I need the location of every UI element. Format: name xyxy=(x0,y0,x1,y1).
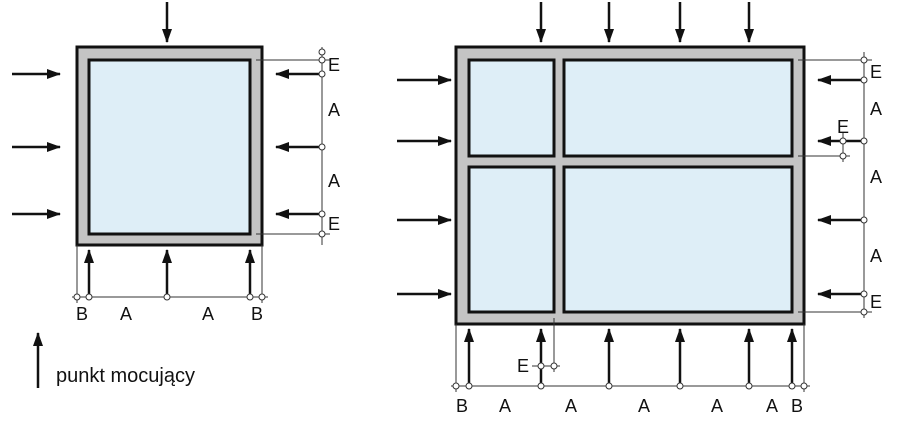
left-window-arrows xyxy=(12,2,322,297)
left-bottom-dim-b-left: B xyxy=(76,304,88,324)
left-right-dim-a-2: A xyxy=(328,171,340,191)
right-right-dim-a-1: A xyxy=(870,99,882,119)
right-bottom-dim-e: E xyxy=(517,356,529,376)
right-right-dim-e-mid: E xyxy=(837,117,849,137)
legend-label: punkt mocujący xyxy=(56,365,195,387)
right-bottom-dim-a-1: A xyxy=(499,396,511,416)
right-window-right-dimension: E E A A A E xyxy=(798,52,882,318)
left-window-bottom-dimension: B A A B xyxy=(72,245,268,324)
right-bottom-dim-b-right: B xyxy=(791,396,803,416)
left-right-dim-e-top: E xyxy=(328,55,340,75)
right-bottom-dim-a-4: A xyxy=(711,396,723,416)
right-window-glass-top-right xyxy=(562,58,794,158)
right-bottom-dim-a-2: A xyxy=(565,396,577,416)
left-window xyxy=(75,45,264,247)
right-bottom-dim-a-3: A xyxy=(638,396,650,416)
right-window xyxy=(454,45,806,326)
right-bottom-dim-b-left: B xyxy=(456,396,468,416)
right-right-dim-a-2: A xyxy=(870,167,882,187)
right-bottom-dim-a-5: A xyxy=(766,396,778,416)
left-window-right-dimension: E A A E xyxy=(256,47,340,245)
right-right-dim-e-bottom: E xyxy=(870,292,882,312)
left-window-glass xyxy=(87,58,252,236)
right-window-glass-bottom-left xyxy=(467,165,556,314)
legend: punkt mocujący xyxy=(33,332,195,388)
right-right-dim-a-3: A xyxy=(870,246,882,266)
right-window-arrows xyxy=(397,2,864,386)
right-window-glass-bottom-right xyxy=(562,165,794,314)
right-right-dim-e-top: E xyxy=(870,62,882,82)
left-bottom-dim-b-right: B xyxy=(251,304,263,324)
right-window-glass-top-left xyxy=(467,58,556,158)
right-window-bottom-dimension: E B A A A A A B xyxy=(451,318,810,416)
left-right-dim-a-1: A xyxy=(328,100,340,120)
left-bottom-dim-a-1: A xyxy=(120,304,132,324)
left-right-dim-e-bottom: E xyxy=(328,214,340,234)
left-bottom-dim-a-2: A xyxy=(202,304,214,324)
